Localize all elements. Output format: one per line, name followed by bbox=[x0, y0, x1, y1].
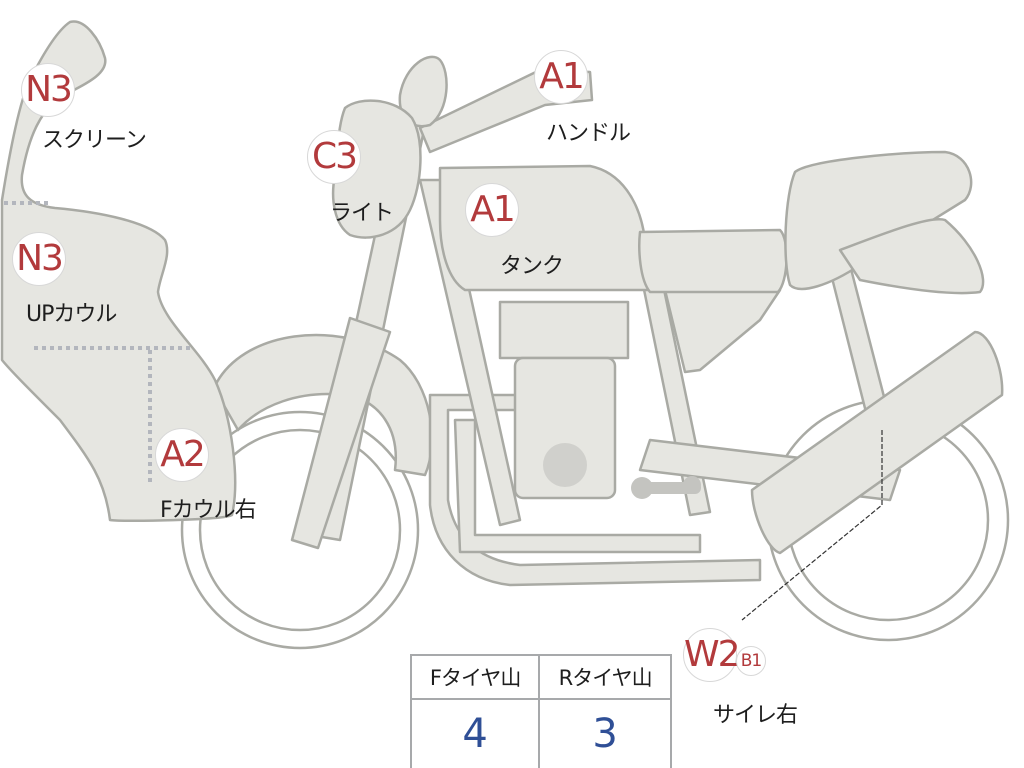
f-cowl-right-label: Fカウル右 bbox=[160, 498, 257, 523]
light-label: ライト bbox=[330, 201, 394, 226]
muffler-right-label: サイレ右 bbox=[713, 703, 798, 728]
tank-label: タンク bbox=[500, 254, 564, 279]
front-tire-tread-value: 4 bbox=[409, 698, 541, 768]
screen-grade-marker: N3 bbox=[21, 63, 75, 117]
exhaust-pipe bbox=[428, 393, 762, 587]
tire-tread-header-row: Fタイヤ山 Rタイヤ山 bbox=[409, 654, 672, 700]
rear-fender bbox=[838, 217, 985, 295]
front-wheel bbox=[180, 410, 420, 650]
rear-tire-tread-header: Rタイヤ山 bbox=[538, 654, 672, 700]
engine-head bbox=[498, 300, 630, 360]
muffler-right-sub-grade-marker: B1 bbox=[736, 646, 766, 676]
screen-label: スクリーン bbox=[42, 128, 147, 153]
engine-cover bbox=[543, 443, 587, 487]
engine-block bbox=[513, 356, 617, 500]
down-tube bbox=[418, 178, 522, 527]
up-cowl-label: UPカウル bbox=[26, 302, 117, 327]
footrest-peg-end bbox=[683, 476, 701, 494]
fork-slider bbox=[290, 316, 392, 550]
front-tire-tread-header: Fタイヤ山 bbox=[409, 654, 541, 700]
f-cowl-right-grade-marker: A2 bbox=[155, 428, 209, 482]
rear-tire-tread-value: 3 bbox=[538, 698, 672, 768]
muffler bbox=[750, 330, 1004, 555]
seat-front bbox=[638, 228, 788, 294]
muffler-damage-pointer bbox=[741, 430, 883, 621]
tire-tread-table: Fタイヤ山 Rタイヤ山 4 3 bbox=[409, 654, 672, 768]
side-cover bbox=[663, 288, 782, 374]
handle-grade-marker: A1 bbox=[534, 50, 588, 104]
tank-grade-marker: A1 bbox=[465, 183, 519, 237]
tire-tread-value-row: 4 3 bbox=[409, 698, 672, 768]
cowl bbox=[0, 20, 237, 523]
footrest-peg bbox=[631, 477, 653, 499]
seat-rear bbox=[784, 150, 973, 291]
handle-label: ハンドル bbox=[546, 121, 631, 146]
up-cowl-grade-marker: N3 bbox=[12, 232, 66, 286]
light-grade-marker: C3 bbox=[307, 130, 361, 184]
muffler-right-grade-marker: W2 bbox=[683, 628, 741, 682]
front-wheel-inner bbox=[198, 428, 402, 632]
